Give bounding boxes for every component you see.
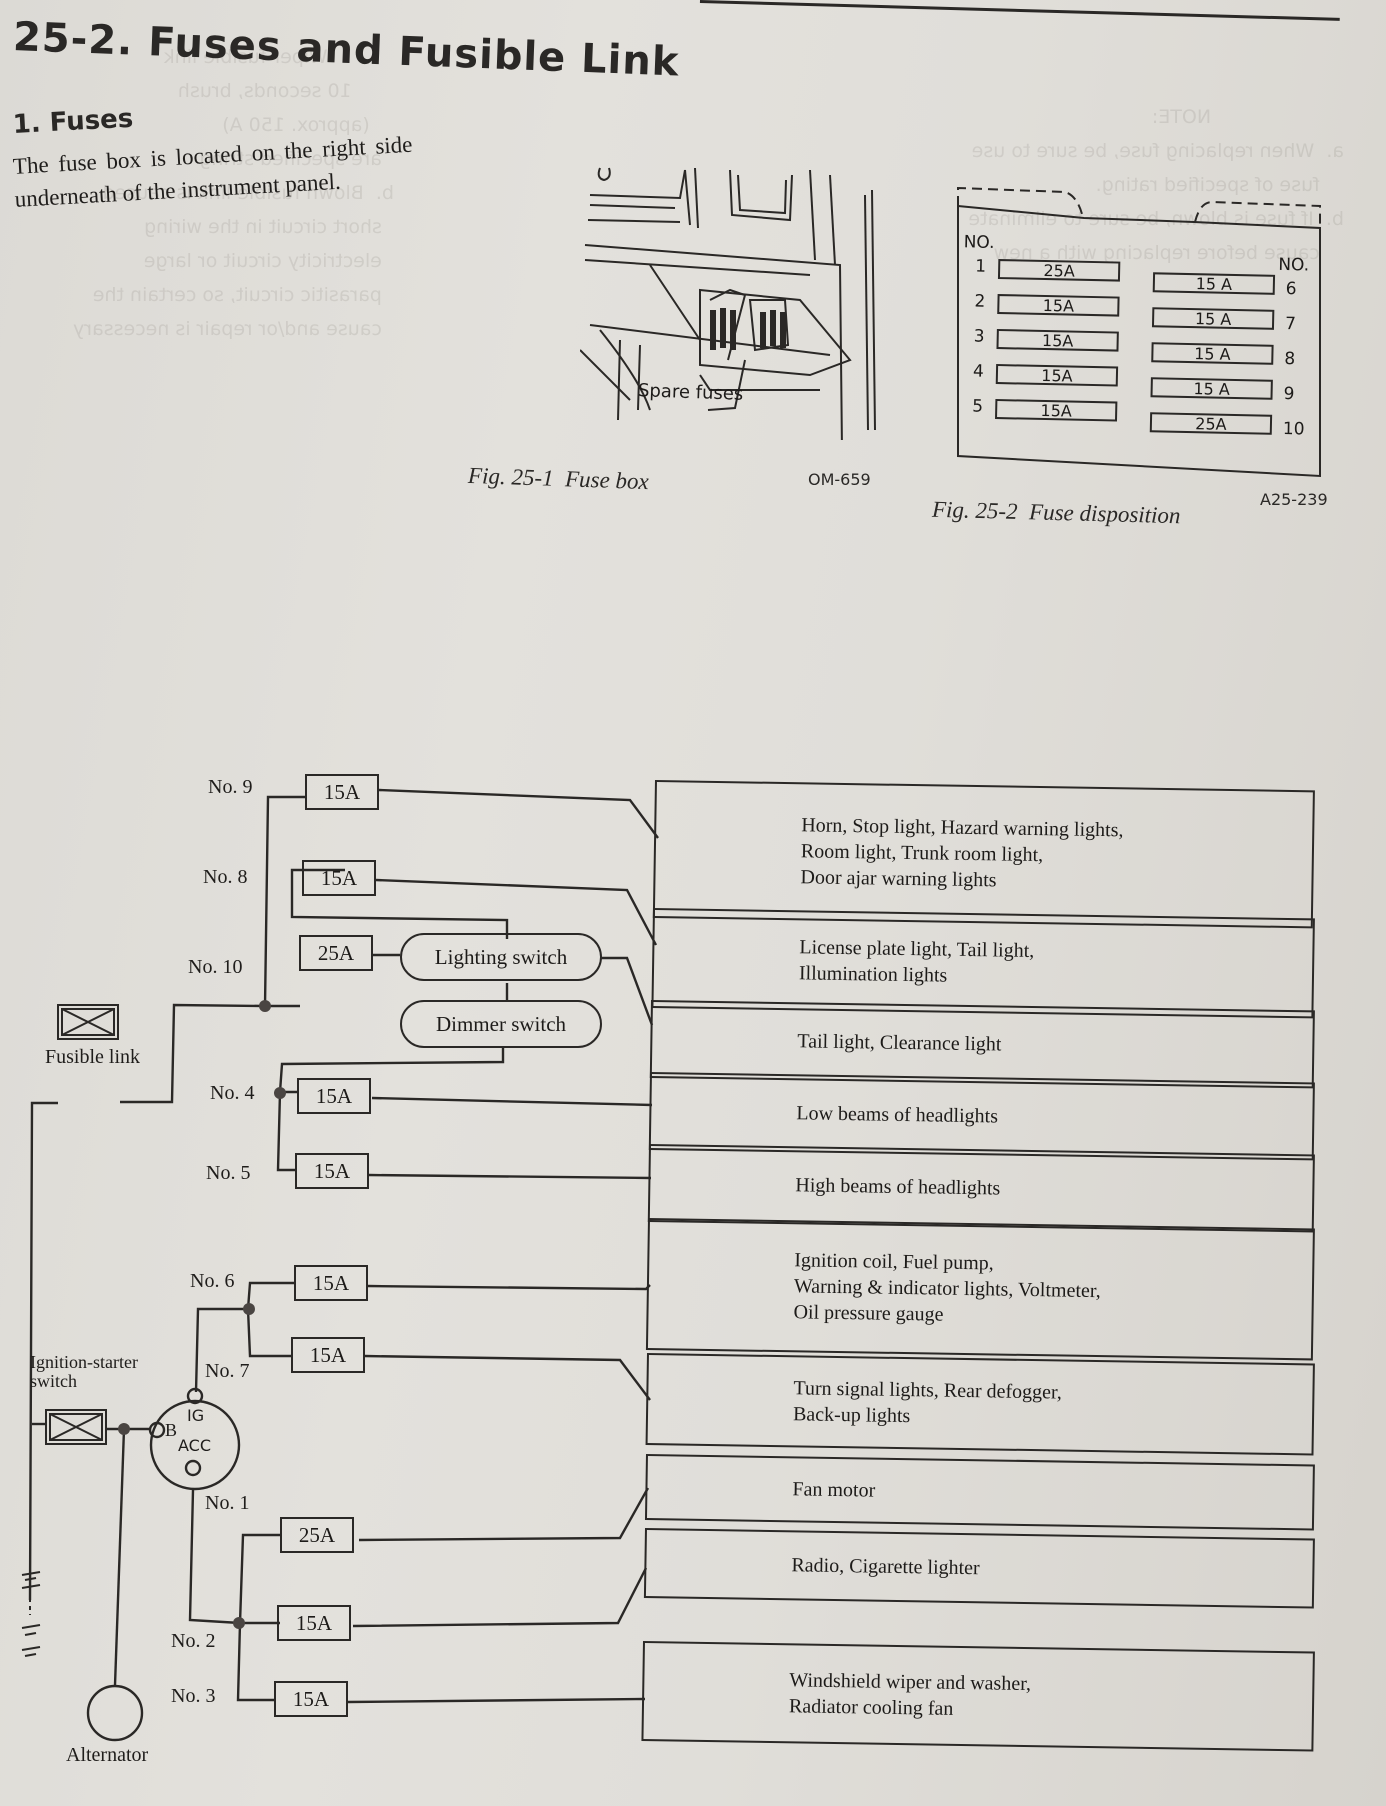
no6-out xyxy=(367,1284,651,1291)
junction-dot xyxy=(243,1303,255,1315)
alternator-label: Alternator xyxy=(66,1744,149,1766)
acc-to-no123 xyxy=(188,1489,241,1625)
main-feed-wire xyxy=(28,1101,58,1601)
fuse-6-label: No. 6 xyxy=(190,1270,235,1292)
dimmer-switch: Dimmer switch xyxy=(400,1000,602,1048)
load-box: Horn, Stop light, Hazard warning lights,… xyxy=(652,780,1315,929)
fuse-10-box: 25A xyxy=(299,935,373,971)
fuse-7-label: No. 7 xyxy=(205,1360,250,1382)
fuse-6-box: 15A xyxy=(294,1265,368,1301)
alternator-symbol xyxy=(86,1684,144,1742)
fuse-5-box: 15A xyxy=(295,1153,369,1189)
fuse-4-label: No. 4 xyxy=(210,1082,255,1104)
fuse-10-label: No. 10 xyxy=(188,956,243,978)
battery-icon xyxy=(21,1571,41,1657)
ignition-label-line2: switch xyxy=(30,1371,77,1391)
fuse-1-label: No. 1 xyxy=(205,1492,250,1514)
callout-leader xyxy=(707,359,746,411)
fuse-7-box: 15A xyxy=(291,1337,365,1373)
terminal-ig: IG xyxy=(187,1406,205,1425)
fuse-9-box: 15A xyxy=(305,774,379,810)
no1-out xyxy=(358,1487,650,1542)
dimmer-to-no4 xyxy=(278,1047,505,1093)
fuse-box-illustration xyxy=(580,167,876,440)
no5-out xyxy=(368,1173,652,1180)
no4-out xyxy=(371,1096,653,1107)
junction-dot xyxy=(233,1617,245,1629)
load-text-line: Tail light, Clearance light xyxy=(797,1030,1002,1056)
load-text-line: Fan motor xyxy=(792,1478,876,1502)
fuse-8-label: No. 8 xyxy=(203,866,248,888)
fuse-4-box: 15A xyxy=(297,1078,371,1114)
fuse-disposition-outline xyxy=(957,186,1321,478)
load-box: Ignition coil, Fuel pump,Warning & indic… xyxy=(645,1218,1315,1361)
load-box: Radio, Cigarette lighter xyxy=(643,1528,1315,1609)
fuse-9-label: No. 9 xyxy=(208,776,253,798)
lighting-switch: Lighting switch xyxy=(400,933,602,981)
ignition-switch-label: Ignition-starter switch xyxy=(30,1353,138,1391)
fig-25-1-code: OM-659 xyxy=(808,470,871,489)
fuse-5-label: No. 5 xyxy=(206,1162,251,1184)
no3-out xyxy=(347,1697,646,1704)
ignition-fuse-icon xyxy=(45,1409,107,1445)
load-box: Fan motor xyxy=(644,1454,1315,1531)
no8-out xyxy=(375,878,658,946)
fuse-1-box: 25A xyxy=(280,1517,354,1553)
junction-dot xyxy=(118,1423,130,1435)
no7-out xyxy=(364,1354,651,1401)
load-text-line: High beams of headlights xyxy=(795,1174,1001,1200)
load-box: Windshield wiper and washer,Radiator coo… xyxy=(641,1641,1315,1752)
load-text-line: Low beams of headlights xyxy=(796,1102,999,1128)
fuse-8-box: 15A xyxy=(302,860,376,896)
terminal-b: B xyxy=(165,1420,178,1440)
load-text-line: Radio, Cigarette lighter xyxy=(791,1554,980,1580)
fuse-2-box: 15A xyxy=(277,1605,351,1641)
ignition-switch-body xyxy=(149,1399,241,1491)
ignition-label-line1: Ignition-starter xyxy=(30,1352,138,1372)
terminal-acc: ACC xyxy=(178,1436,212,1455)
fusible-link-to-bus xyxy=(120,1003,266,1104)
junction-dot xyxy=(259,1000,271,1012)
ig-to-no67 xyxy=(194,1307,248,1393)
no2-out xyxy=(352,1567,648,1628)
fusible-link-icon xyxy=(57,1004,119,1040)
no9-out xyxy=(378,788,659,839)
load-box: Turn signal lights, Rear defogger,Back-u… xyxy=(645,1353,1315,1456)
fig-25-2-code: A25-239 xyxy=(1260,490,1328,509)
no8-feed xyxy=(290,868,509,939)
lighting-out xyxy=(600,956,654,1026)
fusible-link-label: Fusible link xyxy=(45,1046,141,1068)
fuse-3-box: 15A xyxy=(274,1681,348,1717)
hook-glyph xyxy=(597,167,611,182)
fuse-2-label: No. 2 xyxy=(171,1630,216,1652)
junction-dot xyxy=(274,1087,286,1099)
no4-no5-link xyxy=(276,1091,295,1172)
node-to-alt xyxy=(113,1428,126,1686)
fuse-3-label: No. 3 xyxy=(171,1685,216,1707)
bus-vertical xyxy=(263,795,305,1007)
